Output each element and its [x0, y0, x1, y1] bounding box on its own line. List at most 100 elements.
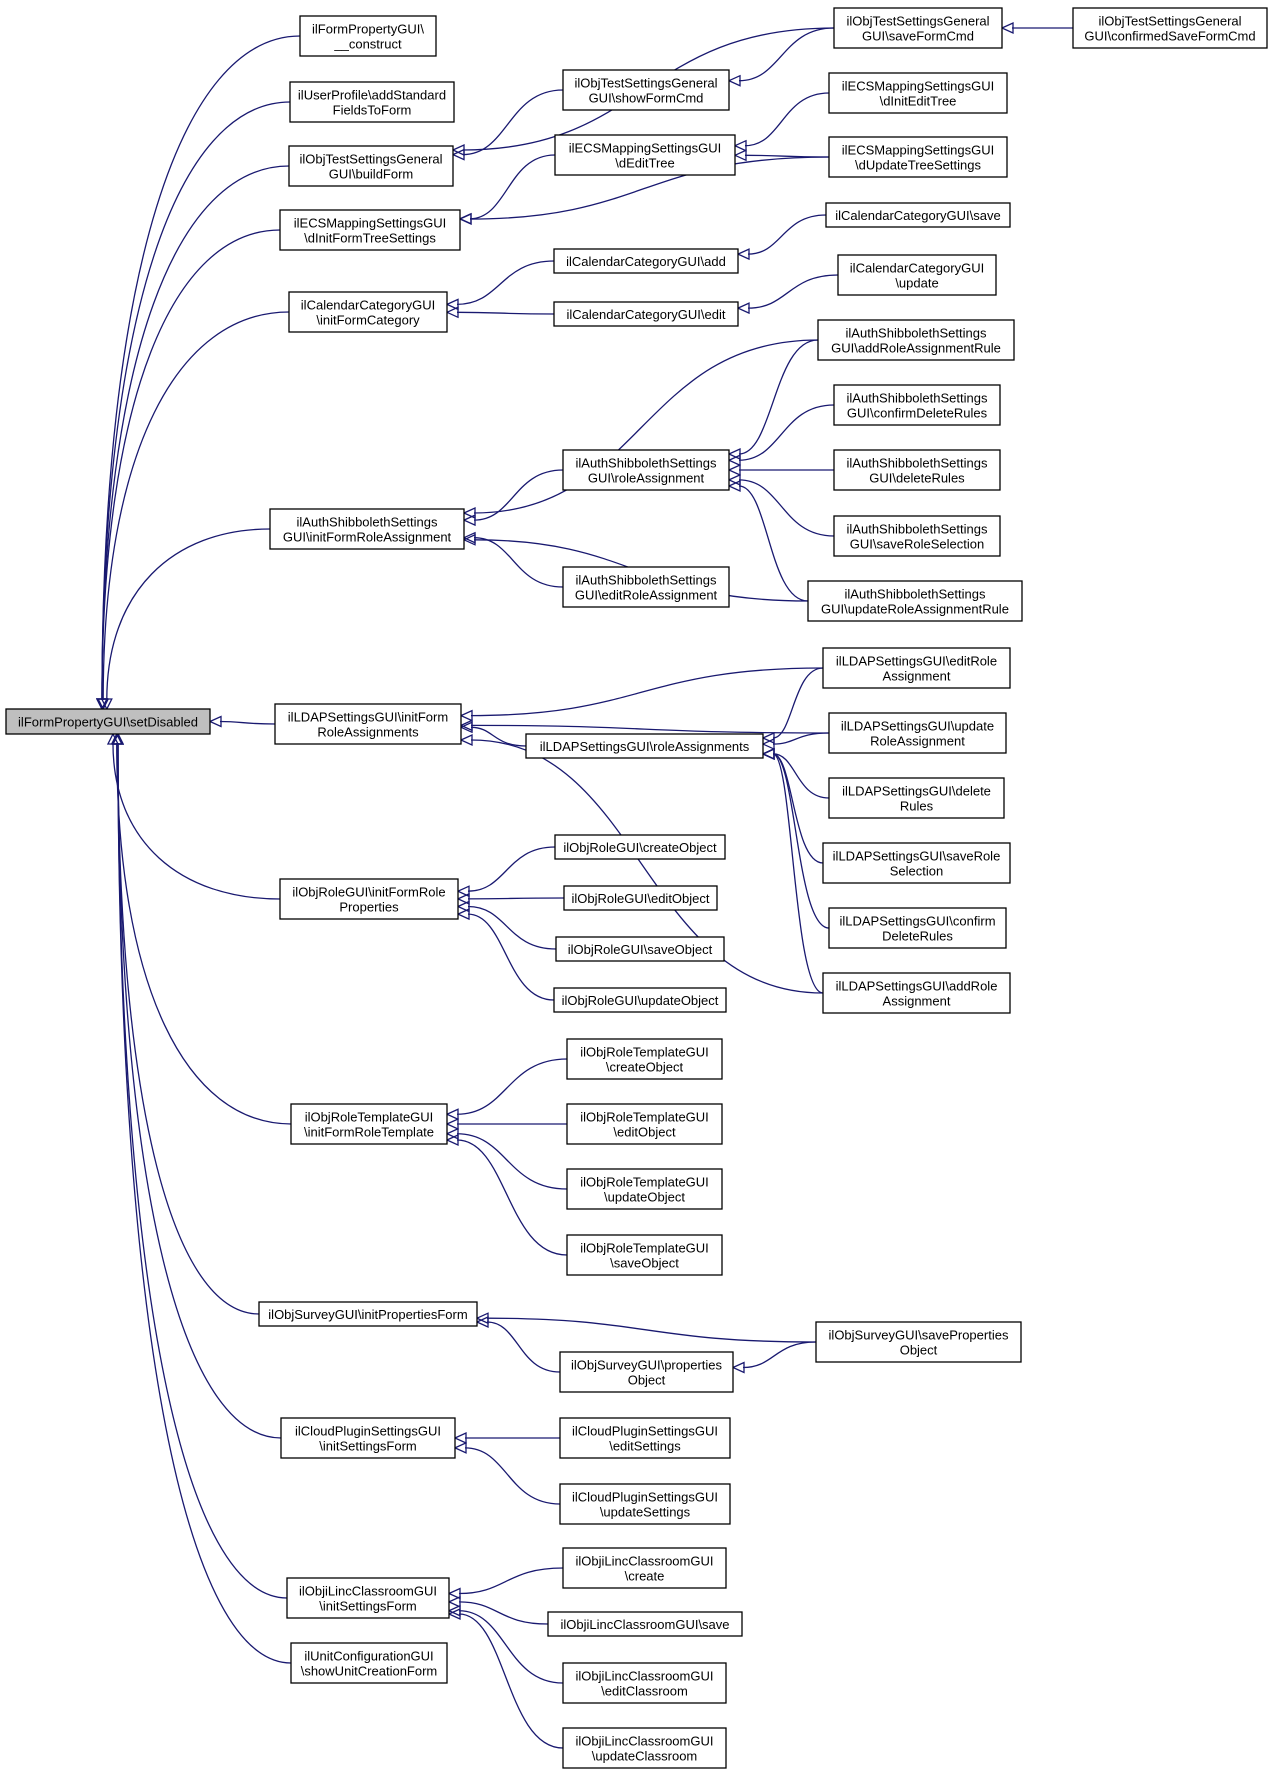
node-rtUpdate[interactable]: ilObjRoleTemplateGUI\updateObject [566, 1168, 723, 1210]
node-shibInit[interactable]: ilAuthShibbolethSettingsGUI\initFormRole… [269, 508, 465, 550]
node-ldapEditRole[interactable]: ilLDAPSettingsGUI\editRoleAssignment [822, 647, 1011, 689]
node-box [1072, 7, 1268, 49]
node-ecsUpdate[interactable]: ilECSMappingSettingsGUI\dUpdateTreeSetti… [828, 136, 1008, 178]
node-ldapSaveRole[interactable]: ilLDAPSettingsGUI\saveRoleSelection [822, 842, 1011, 884]
edge-unitShow-to-root [111, 732, 292, 1664]
edge-saveFormCmd-to-showFormCmd [727, 27, 835, 87]
edge-ldapConfirm-to-ldapRoleAssign [761, 747, 830, 929]
node-rtSave[interactable]: ilObjRoleTemplateGUI\saveObject [566, 1234, 723, 1276]
node-shibSaveSel[interactable]: ilAuthShibbolethSettingsGUI\saveRoleSele… [833, 515, 1001, 557]
node-label-line: RoleAssignments [317, 725, 419, 740]
node-box [828, 136, 1008, 178]
node-lincSave[interactable]: ilObjiLincClassroomGUI\save [547, 1611, 743, 1637]
node-cloudEdit[interactable]: ilCloudPluginSettingsGUI\editSettings [559, 1417, 731, 1459]
node-survInit[interactable]: ilObjSurveyGUI\initPropertiesForm [258, 1301, 478, 1327]
node-shibUpdateRule[interactable]: ilAuthShibbolethSettingsGUI\updateRoleAs… [807, 580, 1023, 622]
edge-ecsEditTree-to-ecsInitForm [458, 154, 556, 225]
node-cloudInit[interactable]: ilCloudPluginSettingsGUI\initSettingsFor… [280, 1417, 456, 1459]
node-roleEdit[interactable]: ilObjRoleGUI\editObject [563, 885, 718, 911]
node-ecsInitForm[interactable]: ilECSMappingSettingsGUI\dInitFormTreeSet… [279, 209, 461, 251]
node-label-line: \dUpdateTreeSettings [855, 158, 981, 173]
node-unitShow[interactable]: ilUnitConfigurationGUI\showUnitCreationF… [290, 1642, 448, 1684]
node-ldapUpdateRole[interactable]: ilLDAPSettingsGUI\updateRoleAssignment [828, 712, 1007, 754]
node-ldapInit[interactable]: ilLDAPSettingsGUI\initFormRoleAssignment… [274, 703, 462, 745]
node-ecsInitEdit[interactable]: ilECSMappingSettingsGUI\dInitEditTree [828, 72, 1008, 114]
node-label-line: ilObjSurveyGUI\initPropertiesForm [268, 1307, 467, 1322]
node-box [559, 1483, 731, 1525]
arrowhead [462, 506, 476, 520]
node-rtCreate[interactable]: ilObjRoleTemplateGUI\createObject [566, 1038, 723, 1080]
node-ldapAddRole[interactable]: ilLDAPSettingsGUI\addRoleAssignment [822, 972, 1011, 1014]
arrowhead [727, 454, 741, 467]
edge-lincInit-to-root [111, 732, 288, 1599]
node-shibConfirmDel[interactable]: ilAuthShibbolethSettingsGUI\confirmDelet… [833, 384, 1001, 426]
node-shibAddRule[interactable]: ilAuthShibbolethSettingsGUI\addRoleAssig… [817, 319, 1015, 361]
arrowhead [459, 721, 473, 734]
node-label-line: GUI\roleAssignment [588, 471, 705, 486]
node-calEdit[interactable]: ilCalendarCategoryGUI\edit [553, 301, 739, 327]
node-label-line: \showUnitCreationForm [301, 1664, 438, 1679]
node-lincUpdate[interactable]: ilObjiLincClassroomGUI\updateClassroom [562, 1727, 727, 1769]
node-box [562, 566, 730, 608]
node-ecsEditTree[interactable]: ilECSMappingSettingsGUI\dEditTree [554, 134, 736, 176]
edge-survInit-to-root [111, 732, 260, 1315]
node-lincEdit[interactable]: ilObjiLincClassroomGUI\editClassroom [562, 1662, 727, 1704]
node-lincCreate[interactable]: ilObjiLincClassroomGUI\create [562, 1547, 727, 1589]
node-cloudUpdate[interactable]: ilCloudPluginSettingsGUI\updateSettings [559, 1483, 731, 1525]
node-roleCreate[interactable]: ilObjRoleGUI\createObject [554, 834, 726, 860]
edge-rtCreate-to-rtInit [445, 1058, 568, 1121]
node-calUpdate[interactable]: ilCalendarCategoryGUI\update [837, 254, 997, 296]
edge-shibInit-to-root [100, 528, 271, 711]
node-box [833, 7, 1003, 49]
node-rtInit[interactable]: ilObjRoleTemplateGUI\initFormRoleTemplat… [290, 1103, 448, 1145]
arrowhead [445, 1108, 459, 1121]
node-ldapRoleAssign[interactable]: ilLDAPSettingsGUI\roleAssignments [525, 733, 764, 759]
arrowhead [731, 1361, 745, 1374]
edge-roleCreate-to-roleInit [456, 846, 556, 898]
node-label-line: GUI\updateRoleAssignmentRule [821, 602, 1009, 617]
node-roleSave[interactable]: ilObjRoleGUI\saveObject [555, 936, 725, 962]
node-shibEditRole[interactable]: ilAuthShibbolethSettingsGUI\editRoleAssi… [562, 566, 730, 608]
node-label-line: \saveObject [610, 1256, 679, 1271]
node-ldapDelete[interactable]: ilLDAPSettingsGUI\deleteRules [828, 777, 1005, 819]
node-calAdd[interactable]: ilCalendarCategoryGUI\add [553, 248, 739, 274]
node-calSave[interactable]: ilCalendarCategoryGUI\save [825, 202, 1011, 228]
node-roleUpdate[interactable]: ilObjRoleGUI\updateObject [553, 987, 727, 1013]
node-calInit[interactable]: ilCalendarCategoryGUI\initFormCategory [288, 291, 448, 333]
node-construct[interactable]: ilFormPropertyGUI\__construct [299, 15, 437, 57]
arrowhead [453, 1431, 467, 1445]
node-box [833, 449, 1001, 491]
node-box [822, 842, 1011, 884]
node-lincInit[interactable]: ilObjiLincClassroomGUI\initSettingsForm [286, 1577, 450, 1619]
edge-shibSaveSel-to-shibRoleAssign [727, 473, 835, 537]
arrowhead [733, 139, 747, 152]
node-label-line: GUI\initFormRoleAssignment [283, 530, 452, 545]
node-shibRoleAssign[interactable]: ilAuthShibbolethSettingsGUI\roleAssignme… [562, 449, 730, 491]
node-label-line: ilObjRoleTemplateGUI [580, 1175, 709, 1190]
edge-ldapInit-to-root [208, 715, 276, 728]
node-rtEdit[interactable]: ilObjRoleTemplateGUI\editObject [566, 1103, 723, 1145]
node-label-line: ilAuthShibbolethSettings [846, 326, 987, 341]
edge-ecsInitForm-to-root [95, 229, 281, 711]
node-label-line: ilObjiLincClassroomGUI [576, 1554, 714, 1569]
node-label-line: ilECSMappingSettingsGUI [842, 143, 994, 158]
arrowhead [462, 531, 476, 544]
node-ldapConfirm[interactable]: ilLDAPSettingsGUI\confirmDeleteRules [828, 907, 1007, 949]
node-label-line: ilCloudPluginSettingsGUI [295, 1424, 441, 1439]
edge-shibAddRule-to-shibInit [462, 339, 819, 520]
node-label-line: ilObjRoleGUI\editObject [572, 891, 710, 906]
node-box [286, 1577, 450, 1619]
edge-rtEdit-to-rtInit [445, 1117, 567, 1131]
node-root[interactable]: ilFormPropertyGUI\setDisabled [5, 708, 211, 735]
node-label-line: ilObjiLincClassroomGUI [576, 1734, 714, 1749]
edge-lincUpdate-to-lincInit [447, 1607, 564, 1749]
node-confirmedSave[interactable]: ilObjTestSettingsGeneralGUI\confirmedSav… [1072, 7, 1268, 49]
